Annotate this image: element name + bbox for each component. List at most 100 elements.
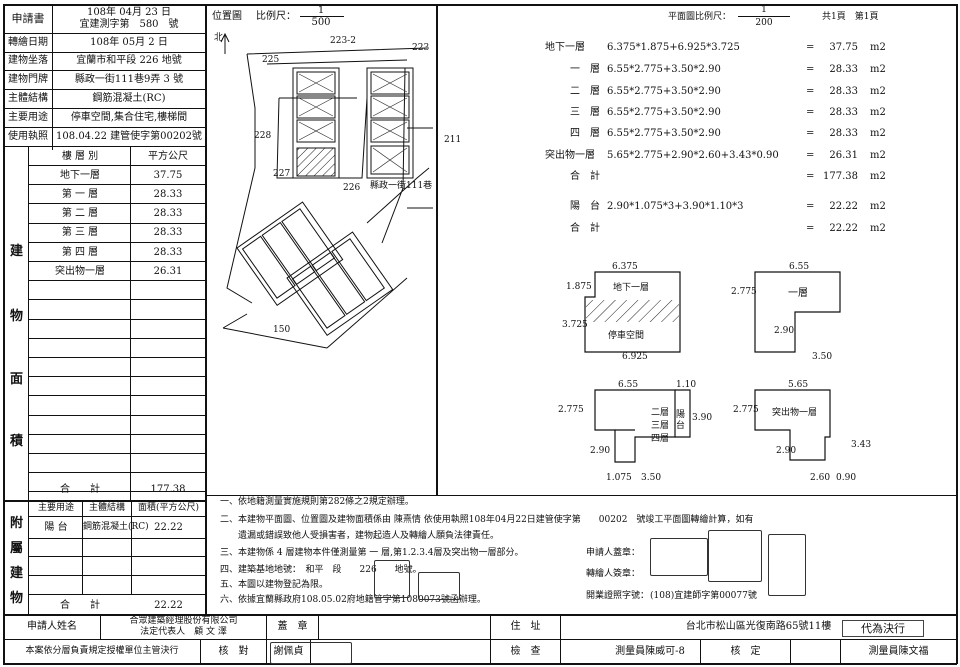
calc-floor: 四 層 [570,128,600,139]
calc-value: 28.33 [829,86,858,97]
annex-col-struct: 主體結構 [88,503,125,513]
calc-total-eq: = [806,223,815,234]
header-row-value: 108.04.22 建管使字第00202號 [56,131,202,142]
dim-label: 2.775 [558,405,584,415]
floor-area: 28.33 [153,247,183,258]
table-rule [28,261,205,262]
calc-value: 28.33 [829,64,858,75]
dim-label: 2.90 [776,446,797,456]
table-rule [28,222,205,224]
table-rule [28,414,205,416]
annex-total-label: 合 計 [60,600,100,611]
site-scale-label: 比例尺： [256,11,296,22]
col-floor-header: 樓 層 別 [61,151,99,162]
parcel-label: 227 [273,169,291,179]
dim-label: 5.65 [788,380,809,390]
header-row-label: 使用執照 [8,131,48,142]
b1-outline [584,271,681,353]
header-row-label: 主體結構 [8,93,48,104]
area-total-label: 合 計 [60,484,100,495]
side-title-char: 建 [10,244,24,259]
dim-label: 2.775 [731,287,757,297]
header-row-value: 宜蘭市和平段 226 地號 [76,55,182,66]
calc-eq: = [806,128,815,139]
calc-unit: m2 [870,42,886,53]
apply-label: 申請書 [11,12,45,25]
drafter-seal-icon [768,534,806,596]
seal-label: 蓋 章 [277,621,308,632]
north-label: 北 [214,33,224,43]
table-rule [28,472,205,474]
annex-col-area: 面積(平方公尺) [137,503,200,513]
roof-outline [754,389,831,461]
b1-hatch [586,300,679,322]
note-line: 三、本建物係 4 層建物本件僅測量第 一 層,第1.2.3.4層及突出物一層部分… [220,548,524,558]
dim-label: 3.43 [851,440,872,450]
applicant-label: 申請人姓名 [27,621,77,632]
calc-unit: m2 [870,128,886,139]
apply-date: 108年 04月 23 日 [86,7,172,18]
dim-label: 1.875 [566,282,592,292]
diagram-title: 二層 [651,408,670,418]
header-row-value: 鋼筋混凝土(RC) [92,93,166,104]
site-scale-den: 500 [311,17,331,28]
annex-total: 22.22 [154,600,183,611]
survey-no: 宜建測字第 580 號 [79,19,179,30]
header-row-label: 轉繪日期 [8,37,48,48]
table-rule [28,453,205,454]
site-plan-drawing [220,32,433,349]
note-line: 五、本圖以建物登記為限。 [220,580,329,590]
license-label: 開業證照字號： [586,591,650,601]
calc-formula: 6.55*2.775+3.50*2.90 [607,128,721,139]
floor-area: 37.75 [153,170,183,181]
table-rule [28,203,205,205]
dim-label: 1.10 [676,380,697,390]
company-seal-icon [708,530,762,582]
header-row-value: 108年 05月 2 日 [90,37,168,48]
calc-floor: 突出物一層 [545,150,595,161]
drafter-seal-label: 轉繪人簽章： [586,569,641,579]
site-cross-hatch [298,73,408,173]
dim-label: 3.50 [812,352,833,362]
annex-side-char: 物 [10,591,24,606]
balcony-label: 陽台 [676,410,686,431]
calc-floor: 三 層 [570,107,600,118]
official-seal-icon [374,560,410,598]
area-total: 177.38 [150,484,186,495]
calc-value: 22.22 [829,201,858,212]
annex-col-use: 主要用途 [37,503,74,513]
calc-total: 177.38 [823,171,858,182]
note-line: 二、本建物平面圖、位置圖及建物面積係由 陳熹情 依使用執照108年04月22日建… [220,515,754,525]
dim-label: 3.90 [692,413,713,423]
dim-label: 2.90 [774,326,795,336]
annex-use: 陽 台 [44,522,68,533]
dim-label: 0.90 [836,473,857,483]
table-rule [28,165,205,166]
floor-name: 第 三 層 [61,227,99,238]
table-rule [28,337,205,339]
parcel-label: 211 [444,135,462,145]
floor-name: 第 四 層 [61,247,99,258]
calc-floor: 陽 台 [570,201,600,212]
diagram-title: 地下一層 [613,283,650,293]
calc-eq: = [806,86,815,97]
parcel-label: 225 [262,55,280,65]
applicant-seal-label: 申請人蓋章： [586,548,641,558]
side-title-char: 面 [10,372,24,387]
balcony-total: 22.22 [829,223,858,234]
floor-scale-label: 平面圖比例尺： [668,12,732,22]
diagram-title: 突出物一層 [772,408,818,418]
page-info: 共1頁 第1頁 [822,12,879,22]
dim-label: 3.725 [562,320,588,330]
diagram-sub: 停車空間 [608,331,645,341]
applicant-name1: 合眾建築經理股份有限公司 [129,616,238,626]
approve-label: 核 定 [730,646,761,657]
diagram-title: 三層 [651,421,670,431]
calc-value: 28.33 [829,128,858,139]
parcel-label: 223-2 [330,36,356,46]
calc-floor: 二 層 [570,86,600,97]
dim-label: 2.775 [733,405,759,415]
calc-eq: = [806,42,815,53]
official-seal-icon [418,572,460,600]
dim-label: 6.55 [618,380,639,390]
